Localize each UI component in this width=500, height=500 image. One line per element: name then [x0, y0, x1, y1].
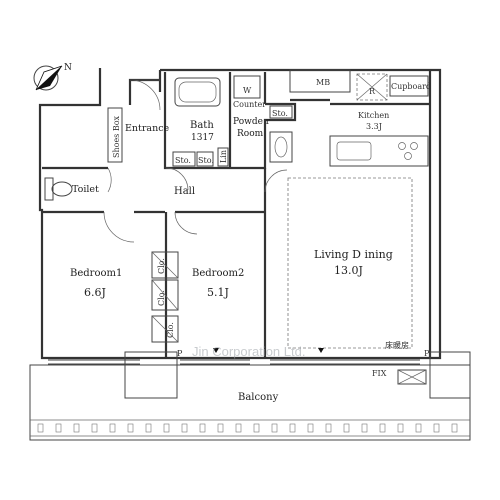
railing-post: [433, 423, 440, 433]
railing-post: [343, 423, 350, 433]
railing-post: [253, 423, 260, 433]
fix-label: FIX: [372, 369, 387, 378]
railing-post: [127, 423, 134, 433]
w-label: W: [243, 86, 252, 95]
railing-post: [379, 423, 386, 433]
bath-label: Bath: [190, 120, 214, 131]
sto-hall-1-label: Sto.: [175, 156, 191, 165]
living-dining-size: 13.0J: [334, 264, 363, 277]
kitchen-label: Kitchen: [358, 111, 389, 120]
shoes-box-label: Shoes Box: [112, 115, 121, 158]
kitchen-counter: [329, 135, 429, 167]
railing-post: [307, 423, 314, 433]
toilet-label: Toilet: [72, 184, 99, 195]
railing-post: [451, 423, 458, 433]
railing-post: [55, 423, 62, 433]
railing-post: [397, 423, 404, 433]
toilet-door: [107, 167, 112, 193]
railing-post: [361, 423, 368, 433]
clo-3-label: Clo.: [166, 322, 175, 338]
cupboard-label: Cupboard: [391, 82, 431, 91]
railing-post: [199, 423, 206, 433]
bedroom1-label: Bedroom1: [70, 268, 122, 279]
r-label: R: [369, 87, 376, 96]
hall-storage-1: [172, 151, 196, 167]
bedroom2-door: [174, 211, 198, 235]
mb-box: [289, 69, 351, 93]
refrigerator-space: R: [356, 73, 388, 101]
railing-post: [181, 423, 188, 433]
floor-heating-area: [287, 177, 413, 349]
bath-size: 1317: [191, 133, 214, 143]
outer-walls: [38, 68, 442, 360]
railing-post: [145, 423, 152, 433]
balcony-railing: [37, 423, 458, 433]
bedroom2-label: Bedroom2: [192, 268, 244, 279]
ac-outdoor-unit: [397, 369, 427, 385]
lin-label: Lin: [219, 150, 228, 163]
storage-upper: [269, 105, 293, 119]
living-dining-label: Living D ining: [314, 248, 393, 261]
railing-post: [235, 423, 242, 433]
railing-post: [325, 423, 332, 433]
powder-room-line2: Room: [237, 129, 264, 139]
washbasin: [269, 131, 293, 163]
powder-room-line1: Powde r: [233, 117, 271, 127]
clo-1-label: Clo.: [157, 258, 166, 274]
railing-post: [163, 423, 170, 433]
watermark: Jin Corporation Ltd.: [192, 344, 305, 359]
bedroom1-door: [103, 211, 135, 243]
railing-post: [415, 423, 422, 433]
hall-door: [165, 167, 189, 191]
bathtub: [174, 77, 221, 107]
sto-upper-label: Sto.: [272, 109, 288, 118]
bedroom2-size: 5.1J: [207, 286, 229, 299]
closet-3: Clo.: [151, 315, 179, 343]
hall-label: Hall: [174, 186, 195, 197]
cupboard-box: [389, 75, 429, 97]
interior-walls: [42, 72, 430, 358]
floor-heating-label: 床暖房: [385, 340, 409, 350]
toilet-fixture: [44, 177, 73, 201]
railing-post: [109, 423, 116, 433]
kitchen-size: 3.3J: [366, 122, 382, 131]
living-door: [264, 169, 288, 193]
north-label: N: [64, 63, 72, 73]
closet-2: Clo.: [151, 279, 179, 311]
closet-1: Clo.: [151, 251, 179, 279]
entrance-label: Entrance: [125, 123, 170, 134]
railing-post: [217, 423, 224, 433]
railing-post: [91, 423, 98, 433]
washer-space: W: [233, 75, 261, 99]
balcony: [29, 351, 471, 441]
p-left-label: P: [177, 349, 183, 358]
bedroom1-size: 6.6J: [84, 286, 106, 299]
entrance-door: [129, 79, 161, 111]
north-arrow-icon: N: [33, 63, 72, 91]
hall-storage-2: [196, 151, 214, 167]
shoes-box: [107, 107, 123, 163]
railing-post: [289, 423, 296, 433]
counter-label: Counter: [233, 100, 266, 109]
linen-storage: [217, 147, 229, 167]
railing-post: [37, 423, 44, 433]
mb-label: MB: [316, 78, 330, 87]
sto-hall-2-label: Sto.: [198, 156, 214, 165]
p-right-label: P: [424, 349, 430, 358]
clo-2-label: Clo.: [157, 290, 166, 306]
railing-post: [73, 423, 80, 433]
railing-post: [271, 423, 278, 433]
balcony-label: Balcony: [238, 392, 279, 403]
